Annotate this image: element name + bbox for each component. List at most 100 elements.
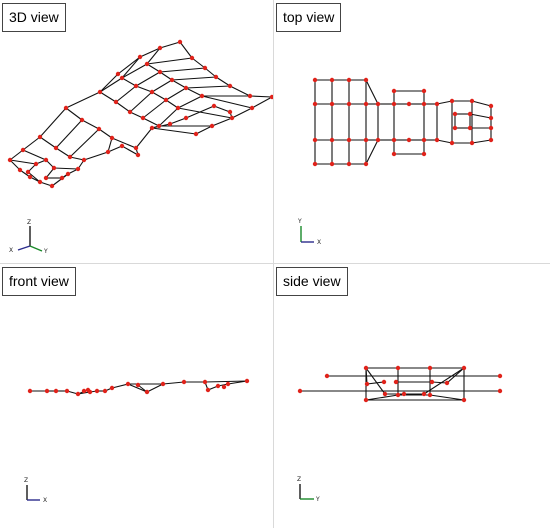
wireframe-top-node[interactable]	[449, 140, 455, 146]
wireframe-3d-node[interactable]	[144, 61, 150, 67]
wireframe-top-node[interactable]	[391, 151, 397, 157]
wireframe-top-node[interactable]	[488, 125, 494, 131]
wireframe-side-node[interactable]	[382, 391, 388, 397]
wireframe-top-node[interactable]	[312, 137, 318, 143]
wireframe-top-node[interactable]	[421, 137, 427, 143]
wireframe-front-node[interactable]	[160, 381, 166, 387]
wireframe-3d-node[interactable]	[115, 71, 121, 77]
wireframe-3d-node[interactable]	[43, 175, 49, 181]
wireframe-top-node[interactable]	[452, 125, 458, 131]
wireframe-front-node[interactable]	[221, 384, 227, 390]
wireframe-3d-node[interactable]	[119, 75, 125, 81]
wireframe-front-node[interactable]	[181, 379, 187, 385]
wireframe-side-node[interactable]	[497, 388, 503, 394]
wireframe-3d-node[interactable]	[169, 77, 175, 83]
wireframe-top-node[interactable]	[329, 161, 335, 167]
wireframe-3d-node[interactable]	[119, 143, 125, 149]
wireframe-front-node[interactable]	[144, 389, 150, 395]
wireframe-top-node[interactable]	[346, 137, 352, 143]
wireframe-front-node[interactable]	[244, 378, 250, 384]
wireframe-front-node[interactable]	[85, 387, 91, 393]
wireframe-front-node[interactable]	[225, 381, 231, 387]
wireframe-3d-node[interactable]	[157, 69, 163, 75]
wireframe-3d-node[interactable]	[209, 123, 215, 129]
wireframe-top-node[interactable]	[346, 161, 352, 167]
wireframe-top-node[interactable]	[421, 101, 427, 107]
wireframe-3d-node[interactable]	[199, 93, 205, 99]
wireframe-top-node[interactable]	[375, 137, 381, 143]
wireframe-side-node[interactable]	[461, 397, 467, 403]
wireframe-top-node[interactable]	[346, 77, 352, 83]
wireframe-3d-node[interactable]	[113, 99, 119, 105]
wireframe-3d-node[interactable]	[175, 105, 181, 111]
wireframe-top-node[interactable]	[312, 101, 318, 107]
wireframe-top-node[interactable]	[406, 137, 412, 143]
wireframe-front-node[interactable]	[27, 388, 33, 394]
wireframe-3d-node[interactable]	[211, 103, 217, 109]
wireframe-front-node[interactable]	[202, 379, 208, 385]
wireframe-3d-node[interactable]	[25, 169, 31, 175]
wireframe-top-node[interactable]	[467, 125, 473, 131]
wireframe-front-node[interactable]	[109, 385, 115, 391]
wireframe-side-node[interactable]	[364, 381, 370, 387]
wireframe-3d-node[interactable]	[63, 105, 69, 111]
wireframe-top-node[interactable]	[488, 115, 494, 121]
wireframe-front-node[interactable]	[75, 391, 81, 397]
wireframe-side-node[interactable]	[497, 373, 503, 379]
wireframe-3d-node[interactable]	[156, 123, 162, 129]
wireframe-3d-node[interactable]	[149, 125, 155, 131]
wireframe-3d-node[interactable]	[249, 105, 255, 111]
wireframe-side-node[interactable]	[461, 365, 467, 371]
wireframe-3d-node[interactable]	[229, 115, 235, 121]
wireframe-3d-node[interactable]	[37, 134, 43, 140]
wireframe-3d-node[interactable]	[81, 157, 87, 163]
wireframe-3d-node[interactable]	[189, 55, 195, 61]
wireframe-top-node[interactable]	[329, 137, 335, 143]
wireframe-top-node[interactable]	[329, 101, 335, 107]
wireframe-top-node[interactable]	[467, 111, 473, 117]
wireframe-top-node[interactable]	[391, 101, 397, 107]
wireframe-3d-node[interactable]	[51, 165, 57, 171]
wireframe-front-node[interactable]	[102, 388, 108, 394]
wireframe-front-node[interactable]	[64, 388, 70, 394]
wireframe-front-node[interactable]	[215, 383, 221, 389]
wireframe-3d-node[interactable]	[37, 179, 43, 185]
viewport-front[interactable]: Z X front view	[0, 264, 273, 528]
wireframe-3d-node[interactable]	[17, 167, 23, 173]
wireframe-side-node[interactable]	[363, 365, 369, 371]
wireframe-side-node[interactable]	[324, 373, 330, 379]
wireframe-3d-node[interactable]	[202, 65, 208, 71]
wireframe-3d-node[interactable]	[140, 115, 146, 121]
wireframe-3d-node[interactable]	[269, 94, 273, 100]
wireframe-top-node[interactable]	[449, 98, 455, 104]
wireframe-side-node[interactable]	[395, 365, 401, 371]
wireframe-top-node[interactable]	[312, 77, 318, 83]
wireframe-3d-node[interactable]	[7, 157, 13, 163]
wireframe-3d-node[interactable]	[43, 157, 49, 163]
wireframe-top-node[interactable]	[363, 161, 369, 167]
wireframe-front-node[interactable]	[81, 388, 87, 394]
wireframe-3d-node[interactable]	[67, 154, 73, 160]
wireframe-top-node[interactable]	[421, 151, 427, 157]
wireframe-top-node[interactable]	[434, 101, 440, 107]
wireframe-front-node[interactable]	[53, 388, 59, 394]
wireframe-3d-node[interactable]	[65, 171, 71, 177]
wireframe-3d-node[interactable]	[137, 54, 143, 60]
viewport-3d[interactable]: Z X Y 3D view	[0, 0, 273, 263]
wireframe-3d-node[interactable]	[247, 93, 253, 99]
wireframe-3d-node[interactable]	[157, 45, 163, 51]
wireframe-3d-node[interactable]	[96, 126, 102, 132]
wireframe-top-node[interactable]	[391, 88, 397, 94]
wireframe-side-node[interactable]	[297, 388, 303, 394]
wireframe-top-node[interactable]	[363, 137, 369, 143]
wireframe-front-node[interactable]	[205, 387, 211, 393]
wireframe-3d-node[interactable]	[227, 109, 233, 115]
wireframe-front-node[interactable]	[135, 382, 141, 388]
wireframe-top-node[interactable]	[375, 101, 381, 107]
wireframe-top-node[interactable]	[346, 101, 352, 107]
wireframe-3d-node[interactable]	[133, 83, 139, 89]
wireframe-3d-node[interactable]	[213, 74, 219, 80]
wireframe-3d-node[interactable]	[133, 145, 139, 151]
wireframe-3d-node[interactable]	[167, 121, 173, 127]
wireframe-3d-node[interactable]	[177, 39, 183, 45]
